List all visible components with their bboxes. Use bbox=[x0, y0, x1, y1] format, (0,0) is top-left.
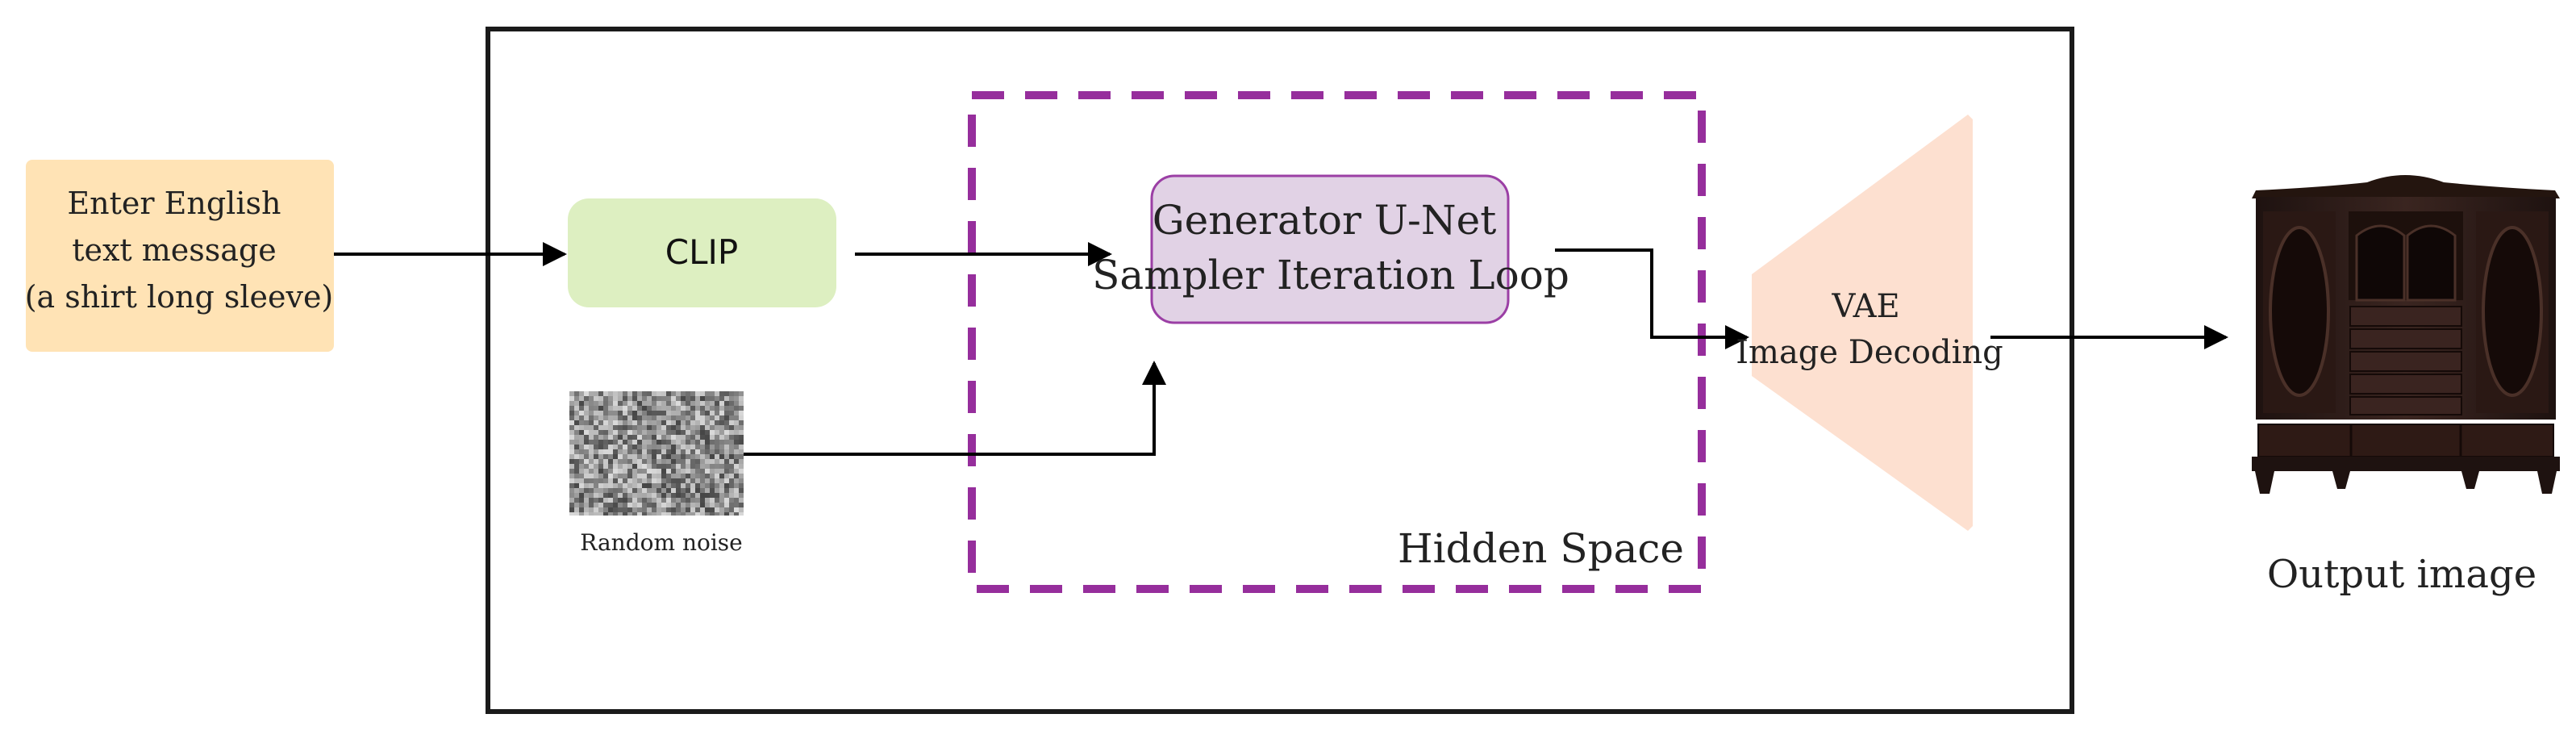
random-noise-label: Random noise bbox=[580, 529, 742, 556]
clip-label: CLIP bbox=[665, 232, 738, 272]
hidden-space-box bbox=[968, 91, 1706, 593]
clip-box bbox=[568, 198, 836, 307]
random-noise-image bbox=[569, 391, 744, 516]
vae-line-2: Image Decoding bbox=[1736, 334, 2003, 371]
unet-line-1: Generator U-Net bbox=[1153, 197, 1497, 244]
arrow-unet-to-vae bbox=[1555, 248, 1749, 349]
unet-line-2: Sampler Iteration Loop bbox=[1092, 252, 1569, 299]
vae-line-1: VAE bbox=[1832, 288, 1900, 325]
output-image-label: Output image bbox=[2267, 552, 2536, 597]
unet-sampler-label: Generator U-Net Sampler Iteration Loop bbox=[1092, 197, 1569, 299]
input-line-2: text message bbox=[72, 232, 277, 268]
input-text-box bbox=[26, 160, 334, 352]
arrow-noise-to-unet bbox=[744, 361, 1166, 456]
input-text-label: Enter English text message (a shirt long… bbox=[25, 186, 334, 315]
vae-decoder-shape bbox=[1752, 115, 1973, 531]
wardrobe-icon bbox=[2252, 175, 2560, 494]
unet-sampler-box bbox=[1150, 174, 1510, 324]
input-line-1: Enter English bbox=[67, 186, 281, 221]
main-frame bbox=[486, 27, 2074, 714]
vae-label: VAE Image Decoding bbox=[1736, 288, 2003, 371]
input-line-3: (a shirt long sleeve) bbox=[25, 279, 334, 315]
hidden-space-label: Hidden Space bbox=[1398, 525, 1684, 572]
